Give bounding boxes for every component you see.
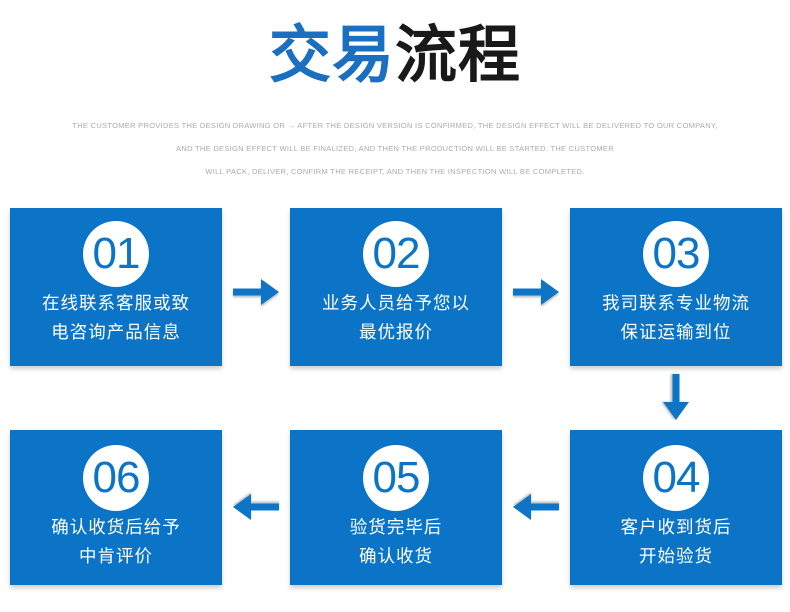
step-number-circle: 05 — [363, 445, 429, 511]
step-number-circle: 03 — [643, 221, 709, 287]
step-number: 04 — [652, 453, 701, 502]
step-text-line: 中肯评价 — [79, 546, 153, 566]
subtitle-line: WILL PACK, DELIVER, CONFIRM THE RECEIPT,… — [205, 167, 585, 176]
arrow-right-icon — [512, 276, 560, 308]
step-text-line: 验货完毕后 — [349, 517, 443, 537]
subtitle: THE CUSTOMER PROVIDES THE DESIGN DRAWING… — [0, 114, 790, 183]
step-box-04: 04 客户收到货后 开始验货 — [570, 430, 782, 585]
step-text-line: 开始验货 — [639, 546, 713, 566]
step-text-line: 确认收货后给予 — [51, 517, 181, 537]
step-text-line: 业务人员给予您以 — [322, 293, 470, 313]
step-number: 03 — [652, 229, 701, 278]
step-number-circle: 04 — [643, 445, 709, 511]
step-box-06: 06 确认收货后给予 中肯评价 — [10, 430, 222, 585]
step-text-line: 客户收到货后 — [620, 517, 732, 537]
step-number-circle: 06 — [83, 445, 149, 511]
step-number-circle: 02 — [363, 221, 429, 287]
step-number-circle: 01 — [83, 221, 149, 287]
step-box-01: 01 在线联系客服或致 电咨询产品信息 — [10, 208, 222, 366]
page-title-rest: 流程 — [395, 21, 522, 90]
step-number: 06 — [92, 453, 141, 502]
step-box-03: 03 我司联系专业物流 保证运输到位 — [570, 208, 782, 366]
arrow-left-icon — [232, 491, 280, 523]
subtitle-line: AND THE DESIGN EFFECT WILL BE FINALIZED,… — [176, 144, 614, 153]
step-box-02: 02 业务人员给予您以 最优报价 — [290, 208, 502, 366]
arrow-left-icon — [512, 491, 560, 523]
subtitle-line: THE CUSTOMER PROVIDES THE DESIGN DRAWING… — [72, 121, 718, 130]
page-title: 交易流程 — [0, 16, 790, 96]
step-number: 01 — [92, 229, 141, 278]
step-text-line: 电咨询产品信息 — [51, 322, 181, 342]
step-text-line: 确认收货 — [359, 546, 433, 566]
step-box-05: 05 验货完毕后 确认收货 — [290, 430, 502, 585]
step-text-line: 最优报价 — [359, 322, 433, 342]
step-text-line: 我司联系专业物流 — [602, 293, 750, 313]
page-title-highlight: 交易 — [268, 21, 395, 90]
step-number: 05 — [372, 453, 421, 502]
step-text-line: 在线联系客服或致 — [42, 293, 190, 313]
step-number: 02 — [372, 229, 421, 278]
arrow-down-icon — [660, 373, 692, 421]
arrow-right-icon — [232, 276, 280, 308]
step-text-line: 保证运输到位 — [620, 322, 732, 342]
